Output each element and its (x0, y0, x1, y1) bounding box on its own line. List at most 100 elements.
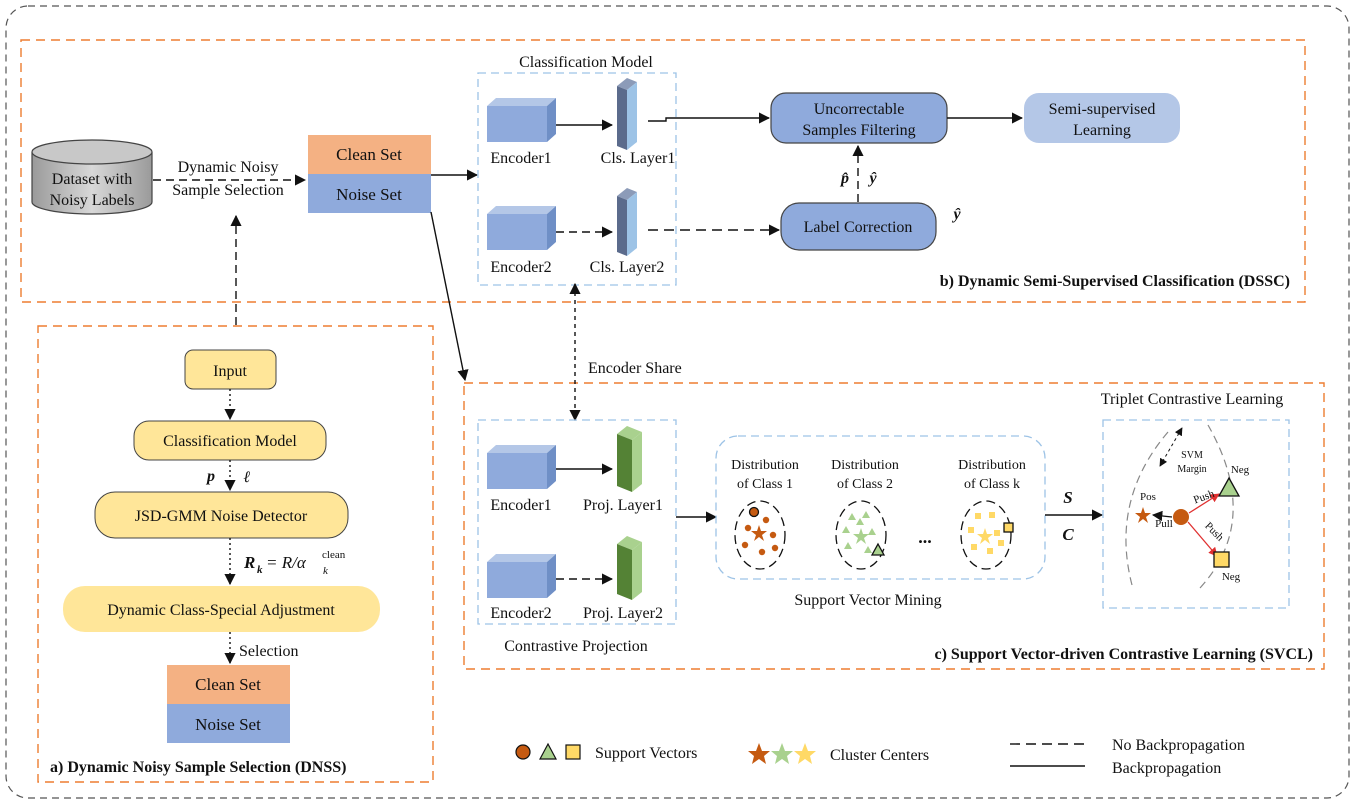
proj-layer2-label: Proj. Layer2 (583, 605, 663, 622)
triplet-frame (1102, 419, 1290, 609)
dnss-title: a) Dynamic Noisy Sample Selection (DNSS) (50, 759, 346, 776)
push2-label: Push (1202, 520, 1226, 544)
support-vector-mining-label: Support Vector Mining (794, 592, 941, 609)
cls-layer1-block (617, 78, 637, 150)
class1-support-vector (748, 506, 760, 518)
bottom-noise-set (167, 704, 290, 743)
s-symbol: S (1063, 488, 1072, 507)
dist2-label-line1: Distribution (831, 458, 899, 473)
encoder-share-label: Encoder Share (588, 360, 682, 377)
push1-arrow (1188, 493, 1220, 514)
svm-margin-line1: SVM (1181, 450, 1203, 461)
bottom-clean-set (167, 665, 290, 704)
encoder2-block (487, 206, 556, 250)
svm-margin-line2: Margin (1177, 464, 1206, 475)
top-clean-set (308, 135, 431, 174)
svcl-encoder1-block (487, 445, 556, 489)
formula-sup: clean (322, 549, 346, 561)
proj-layer2-block (617, 536, 642, 600)
outer-frame (5, 5, 1350, 799)
legend-cluster-centers: Cluster Centers (830, 747, 929, 764)
dssc-frame (20, 39, 1306, 303)
dataset-label-line2: Noisy Labels (50, 192, 135, 209)
noise-to-svcl-arrow (430, 211, 469, 382)
classk-cluster (960, 500, 1014, 570)
pos-star (1135, 507, 1151, 523)
uncorrectable-label-line1: Uncorrectable (814, 101, 905, 118)
legend-triangle-icon (539, 742, 557, 760)
label-correction-label: Label Correction (804, 219, 913, 236)
p-hat-symbol: p̂ (839, 170, 849, 187)
dataset-cylinder: Dataset with Noisy Labels (31, 139, 153, 215)
bottom-noise-set-label: Noise Set (195, 715, 261, 734)
neg2-label: Neg (1222, 571, 1241, 583)
svcl-title: c) Support Vector-driven Contrastive Lea… (935, 646, 1314, 663)
anchor-point (1173, 509, 1189, 525)
dnss-frame (37, 325, 434, 783)
formula-lhs-sub: k (257, 564, 263, 576)
encoder1-label: Encoder1 (490, 150, 551, 167)
legend-circle-icon (515, 744, 531, 760)
selection-label: Selection (239, 643, 299, 660)
formula-rhs: = R/α (266, 553, 307, 572)
class2-center-star (853, 528, 869, 544)
formula-rhs-sub: k (323, 565, 329, 577)
semi-supervised-box (1024, 93, 1180, 143)
dist1-label-line1: Distribution (731, 458, 799, 473)
clusters-ellipsis: ... (918, 527, 932, 547)
legend-square-icon (565, 744, 581, 760)
label-correction-box (780, 202, 937, 251)
legend-backprop: Backpropagation (1112, 760, 1221, 777)
c-symbol: C (1062, 525, 1074, 544)
distk-label-line1: Distribution (958, 458, 1026, 473)
neg1-label: Neg (1231, 464, 1250, 476)
threshold-formula: R k = R/α clean k (243, 549, 346, 577)
triplet-illustration: SVM Margin Pos Pull Push Push Neg Neg (1125, 424, 1250, 589)
contrastive-projection-frame (477, 419, 677, 625)
svm-margin-arrow (1159, 427, 1183, 467)
classk-support-vector (1003, 522, 1014, 533)
triplet-title: Triplet Contrastive Learning (1101, 391, 1284, 408)
dist1-label-line2: of Class 1 (737, 477, 793, 492)
support-vector-mining-frame (715, 435, 1046, 580)
ell-symbol: ℓ (243, 469, 251, 486)
adjustment-label: Dynamic Class-Special Adjustment (107, 602, 335, 619)
neg1-triangle (1217, 476, 1241, 497)
encoder1-block (487, 98, 556, 142)
encoder2-label: Encoder2 (490, 259, 551, 276)
proj-layer1-label: Proj. Layer1 (583, 497, 663, 514)
classification-model-title: Classification Model (519, 54, 653, 71)
y-hat-side-symbol: ŷ (951, 206, 961, 223)
cls1-to-filtering-arrow (648, 112, 771, 124)
svcl-frame (463, 382, 1325, 670)
legend-no-backprop: No Backpropagation (1112, 737, 1245, 754)
cls-layer2-block (617, 188, 637, 256)
adjustment-box (63, 586, 380, 632)
top-clean-set-label: Clean Set (336, 145, 402, 164)
p-symbol: p (205, 468, 215, 485)
contrastive-projection-label: Contrastive Projection (504, 638, 648, 655)
pull-arrow (1151, 510, 1173, 522)
class2-support-vector (870, 542, 886, 556)
dist2-label-line2: of Class 2 (837, 477, 893, 492)
dssc-title: b) Dynamic Semi-Supervised Classificatio… (940, 273, 1290, 290)
pull-label: Pull (1155, 518, 1173, 530)
margin-arc-inner (1125, 431, 1169, 586)
semi-supervised-label-line1: Semi-supervised (1049, 101, 1156, 118)
formula-lhs: R (243, 553, 255, 572)
dns-arrow-label-line1: Dynamic Noisy (178, 159, 279, 176)
legend-star-gold-icon (794, 743, 816, 764)
detector-label: JSD-GMM Noise Detector (135, 508, 308, 525)
svcl-encoder1-label: Encoder1 (490, 497, 551, 514)
classk-center-star (977, 528, 993, 544)
cls-layer1-label: Cls. Layer1 (601, 150, 676, 167)
class1-cluster (734, 500, 786, 570)
legend: Support Vectors Cluster Centers No Backp… (515, 737, 1245, 777)
neg2-square (1213, 551, 1230, 568)
legend-star-green-icon (771, 743, 793, 764)
uncorrectable-label-line2: Samples Filtering (802, 122, 915, 139)
semi-supervised-label-line2: Learning (1073, 122, 1131, 139)
top-noise-set (308, 174, 431, 213)
detector-box (94, 491, 349, 539)
